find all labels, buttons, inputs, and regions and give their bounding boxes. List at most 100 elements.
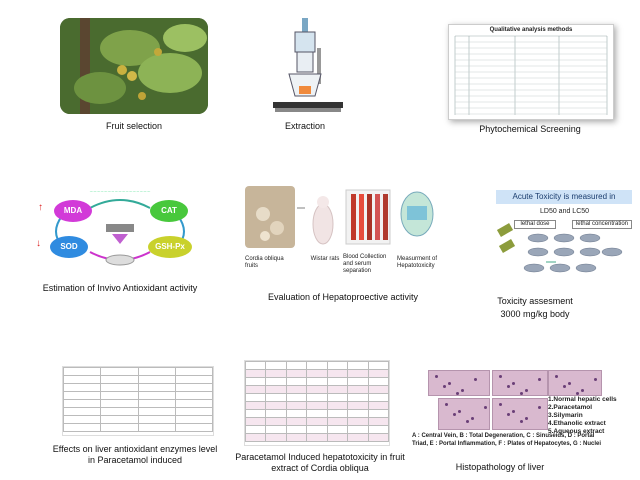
hepatotox-cell — [326, 409, 349, 418]
histo-nucleus — [474, 378, 477, 381]
histo-nucleus — [581, 389, 584, 392]
hepatotox-cell — [265, 409, 287, 418]
hepato-eval-illustration — [245, 186, 434, 248]
hepatotox-table — [244, 360, 390, 446]
enzyme-cell — [62, 415, 102, 424]
toxicity-rats-illustration — [496, 223, 623, 273]
histo-nucleus — [507, 413, 510, 416]
histo-nucleus — [471, 417, 474, 420]
enzyme-cell — [137, 383, 176, 392]
caption-toxicity-dose: 3000 mg/kg body — [500, 309, 570, 319]
hepatotox-cell — [367, 393, 390, 402]
enzyme-cell — [100, 423, 139, 432]
hepatotox-cell — [326, 393, 349, 402]
hepatotox-cell — [244, 425, 267, 434]
histo-nucleus — [499, 403, 502, 406]
hepatotox-cell — [285, 417, 308, 426]
toxicity-lethal-dose: lethal dose — [514, 220, 556, 229]
histo-nucleus — [520, 392, 523, 395]
hepatotox-cell — [367, 401, 390, 410]
histo-nucleus — [435, 375, 438, 378]
svg-text:..............................: ........................................… — [89, 188, 150, 194]
hepatotox-cell — [306, 433, 328, 442]
hepatotox-cell — [347, 401, 369, 410]
enzyme-cell — [62, 367, 102, 376]
histo-nucleus — [499, 375, 502, 378]
hepatotox-cell — [347, 377, 369, 386]
hepatotox-cell — [347, 433, 369, 442]
hepatotox-cell — [367, 377, 390, 386]
histo-image-4 — [438, 398, 490, 430]
extraction-apparatus — [255, 18, 355, 116]
fruit-tree-illustration — [60, 18, 208, 114]
enzyme-cell — [174, 383, 214, 392]
hepatotox-cell — [285, 433, 308, 442]
enzyme-cell — [137, 367, 176, 376]
hepatotox-cell — [306, 369, 328, 378]
hepatotox-cell — [326, 377, 349, 386]
hepatotox-cell — [367, 369, 390, 378]
enzyme-cell — [62, 391, 102, 400]
hepatotox-cell — [244, 377, 267, 386]
hepatotox-cell — [306, 409, 328, 418]
caption-hepatotox: Paracetamol Induced hepatotoxicity in fr… — [235, 452, 405, 473]
hepatotox-cell — [367, 385, 390, 394]
hepatotox-cell — [347, 425, 369, 434]
hepatotox-cell — [306, 393, 328, 402]
histo-legend-item: 3.Silymarin — [548, 412, 583, 419]
fruit-photo — [60, 18, 208, 114]
hepatotox-cell — [367, 361, 390, 370]
enzyme-cell — [100, 383, 139, 392]
hepatotox-cell — [285, 409, 308, 418]
hepatotox-cell — [285, 361, 308, 370]
hepatotox-cell — [244, 417, 267, 426]
caption-phyto: Phytochemical Screening — [479, 124, 581, 134]
histo-nucleus — [568, 382, 571, 385]
hepatotox-cell — [326, 401, 349, 410]
enzyme-cell — [137, 375, 176, 384]
histo-legend-item: 1.Normal hepatic cells — [548, 396, 617, 403]
histo-note: A : Central Vein, B : Total Degeneration… — [412, 433, 602, 447]
hepatotox-cell — [326, 425, 349, 434]
hepatotox-cell — [306, 377, 328, 386]
up-arrow-icon: ↑ — [38, 202, 43, 213]
hepatotox-cell — [367, 433, 390, 442]
hepatotox-cell — [265, 361, 287, 370]
histo-nucleus — [525, 417, 528, 420]
toxicity-title: Acute Toxicity is measured in — [496, 190, 632, 204]
hepatotox-cell — [326, 361, 349, 370]
enzyme-cell — [174, 423, 214, 432]
enzyme-cell — [174, 367, 214, 376]
soxhlet-icon — [273, 18, 343, 112]
histo-nucleus — [512, 382, 515, 385]
label-blood: Blood Collection and serum separation — [343, 254, 387, 274]
hepatotox-cell — [306, 385, 328, 394]
hepatotox-cell — [285, 425, 308, 434]
hepatotox-cell — [306, 417, 328, 426]
histo-nucleus — [443, 385, 446, 388]
antioxidant-diagram: ........................................… — [28, 184, 212, 272]
histo-nucleus — [461, 389, 464, 392]
enzyme-cell — [100, 399, 139, 408]
hepatotox-cell — [306, 361, 328, 370]
caption-toxicity: Toxicity assesment — [497, 296, 573, 306]
histo-image-5 — [492, 398, 548, 430]
histo-nucleus — [507, 385, 510, 388]
histo-nucleus — [538, 378, 541, 381]
hepatotox-cell — [244, 369, 267, 378]
mda-node: MDA — [54, 200, 92, 222]
enzyme-cell — [100, 375, 139, 384]
enzyme-cell — [100, 407, 139, 416]
enzyme-cell — [174, 407, 214, 416]
cat-node: CAT — [150, 200, 188, 222]
histo-nucleus — [448, 382, 451, 385]
caption-fruit-selection: Fruit selection — [105, 121, 163, 131]
enzyme-cell — [137, 415, 176, 424]
hepatotox-cell — [347, 385, 369, 394]
enzyme-cell — [62, 383, 102, 392]
histo-nucleus — [466, 420, 469, 423]
enzyme-cell — [137, 423, 176, 432]
hepatotox-cell — [347, 409, 369, 418]
enzyme-cell — [137, 391, 176, 400]
